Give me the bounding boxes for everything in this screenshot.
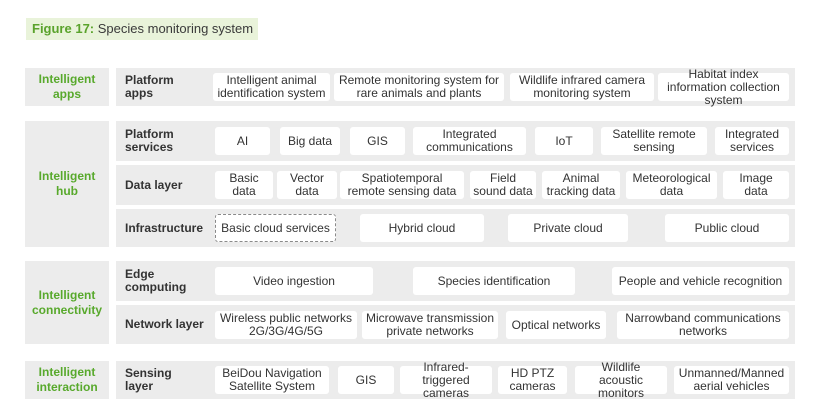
sensing-aerial-vehicles: Unmanned/Manned aerial vehicles xyxy=(674,366,789,394)
edge-people-vehicle-recognition: People and vehicle recognition xyxy=(612,267,789,295)
row-label-text: Platform apps xyxy=(125,73,174,100)
band-label-intelligent-interaction: Intelligent interaction xyxy=(25,361,109,399)
figure-title: Figure 17: Species monitoring system xyxy=(26,18,259,40)
app-infrared-camera-monitoring: Wildlife infrared camera monitoring syst… xyxy=(510,73,654,101)
data-field-sound: Field sound data xyxy=(470,171,536,199)
infra-basic-cloud-services: Basic cloud services xyxy=(215,214,336,242)
figure-number: Figure 17: xyxy=(32,21,95,36)
row-label-text: Infrastructure xyxy=(125,220,204,235)
network-optical: Optical networks xyxy=(506,311,606,339)
band-label-text: Intelligent interaction xyxy=(36,365,98,394)
band-label-intelligent-apps: Intelligent apps xyxy=(25,68,109,106)
sensing-hd-ptz-cameras: HD PTZ cameras xyxy=(498,366,567,394)
edge-species-identification: Species identification xyxy=(413,267,575,295)
infra-public-cloud: Public cloud xyxy=(665,214,789,242)
data-meteorological: Meteorological data xyxy=(626,171,717,199)
row-label-text: Sensing layer xyxy=(125,366,172,393)
service-iot: IoT xyxy=(535,127,593,155)
data-spatiotemporal-remote-sensing: Spatiotemporal remote sensing data xyxy=(340,171,464,199)
row-label-sensing-layer: Sensing layer xyxy=(125,361,205,399)
row-label-text: Platform services xyxy=(125,127,174,154)
data-animal-tracking: Animal tracking data xyxy=(542,171,620,199)
row-label-platform-services: Platform services xyxy=(125,121,205,161)
band-label-text: Intelligent connectivity xyxy=(31,287,103,317)
network-narrowband: Narrowband communications networks xyxy=(617,311,789,339)
row-label-data-layer: Data layer xyxy=(125,165,205,205)
service-gis: GIS xyxy=(350,127,405,155)
band-label-text: Intelligent apps xyxy=(38,72,96,101)
band-label-intelligent-connectivity: Intelligent connectivity xyxy=(25,261,109,344)
row-label-text: Edge computing xyxy=(125,267,187,294)
app-rare-species-monitoring: Remote monitoring system for rare animal… xyxy=(334,73,504,101)
data-image: Image data xyxy=(723,171,789,199)
service-integrated-services: Integrated services xyxy=(715,127,789,155)
row-label-text: Network layer xyxy=(125,317,204,331)
figure-caption: Species monitoring system xyxy=(97,21,254,36)
service-big-data: Big data xyxy=(280,127,340,155)
sensing-infrared-cameras: Infrared-triggered cameras xyxy=(400,360,492,399)
sensing-gis: GIS xyxy=(338,366,394,394)
app-habitat-index-collection: Habitat index information collection sys… xyxy=(658,67,789,106)
network-wireless-public: Wireless public networks 2G/3G/4G/5G xyxy=(215,311,357,339)
edge-video-ingestion: Video ingestion xyxy=(215,267,373,295)
sensing-beidou: BeiDou Navigation Satellite System xyxy=(215,366,329,394)
sensing-acoustic-monitors: Wildlife acoustic monitors xyxy=(575,360,667,399)
infra-private-cloud: Private cloud xyxy=(508,214,628,242)
row-label-text: Data layer xyxy=(125,177,183,192)
row-label-network-layer: Network layer xyxy=(125,305,210,344)
service-satellite-remote-sensing: Satellite remote sensing xyxy=(601,127,707,155)
row-label-edge-computing: Edge computing xyxy=(125,261,205,301)
service-integrated-communications: Integrated communications xyxy=(413,127,526,155)
service-ai: AI xyxy=(215,127,270,155)
app-animal-identification: Intelligent animal identification system xyxy=(213,73,330,101)
row-label-platform-apps: Platform apps xyxy=(125,68,205,106)
row-label-infrastructure: Infrastructure xyxy=(125,209,210,247)
network-microwave-private: Microwave transmission private networks xyxy=(362,311,498,339)
band-label-text: Intelligent hub xyxy=(38,169,96,198)
infra-hybrid-cloud: Hybrid cloud xyxy=(360,214,484,242)
data-vector: Vector data xyxy=(277,171,337,199)
band-label-intelligent-hub: Intelligent hub xyxy=(25,121,109,247)
data-basic: Basic data xyxy=(215,171,273,199)
